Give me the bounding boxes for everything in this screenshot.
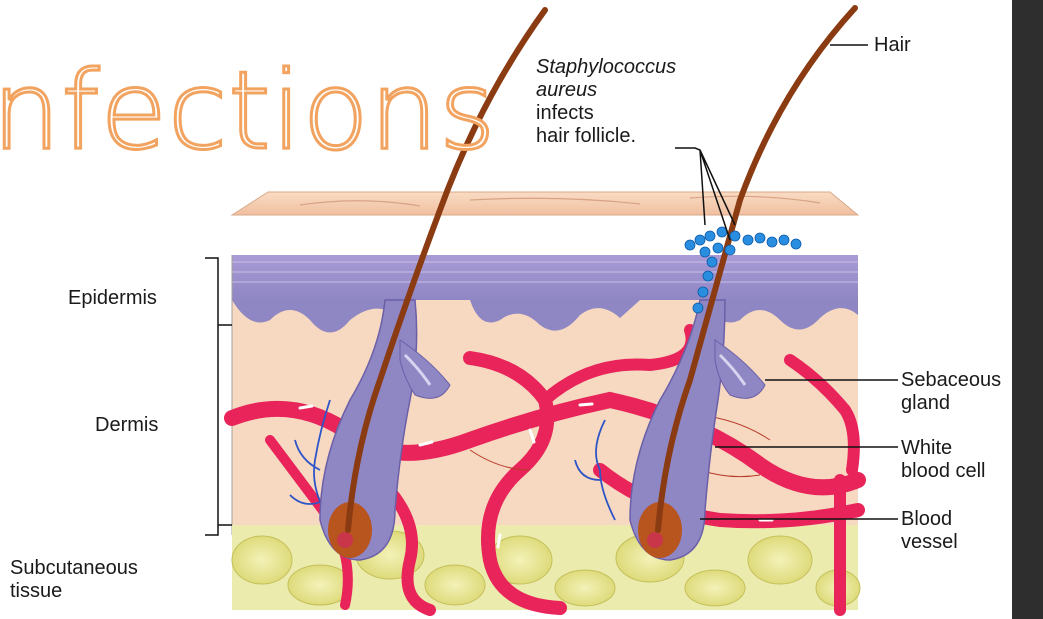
label-sebaceous-line1: Sebaceous — [901, 369, 1001, 392]
label-dermis: Dermis — [95, 414, 158, 437]
label-subcutaneous-line1: Subcutaneous — [10, 557, 138, 580]
label-staph-line1: Staphylococcus — [536, 56, 676, 79]
label-epidermis: Epidermis — [68, 287, 157, 310]
label-wbc-line2: blood cell — [901, 460, 986, 483]
label-wbc-line1: White — [901, 437, 952, 460]
label-staph-line2: aureus — [536, 79, 597, 102]
label-hair: Hair — [874, 34, 911, 57]
label-vessel-line1: Blood — [901, 508, 952, 531]
label-subcutaneous-line2: tissue — [10, 580, 62, 603]
slide-title: nfections — [0, 58, 496, 166]
label-staph-line4: hair follicle. — [536, 125, 636, 148]
label-sebaceous-line2: gland — [901, 392, 950, 415]
label-staph-line3: infects — [536, 102, 594, 125]
label-vessel-line2: vessel — [901, 531, 958, 554]
